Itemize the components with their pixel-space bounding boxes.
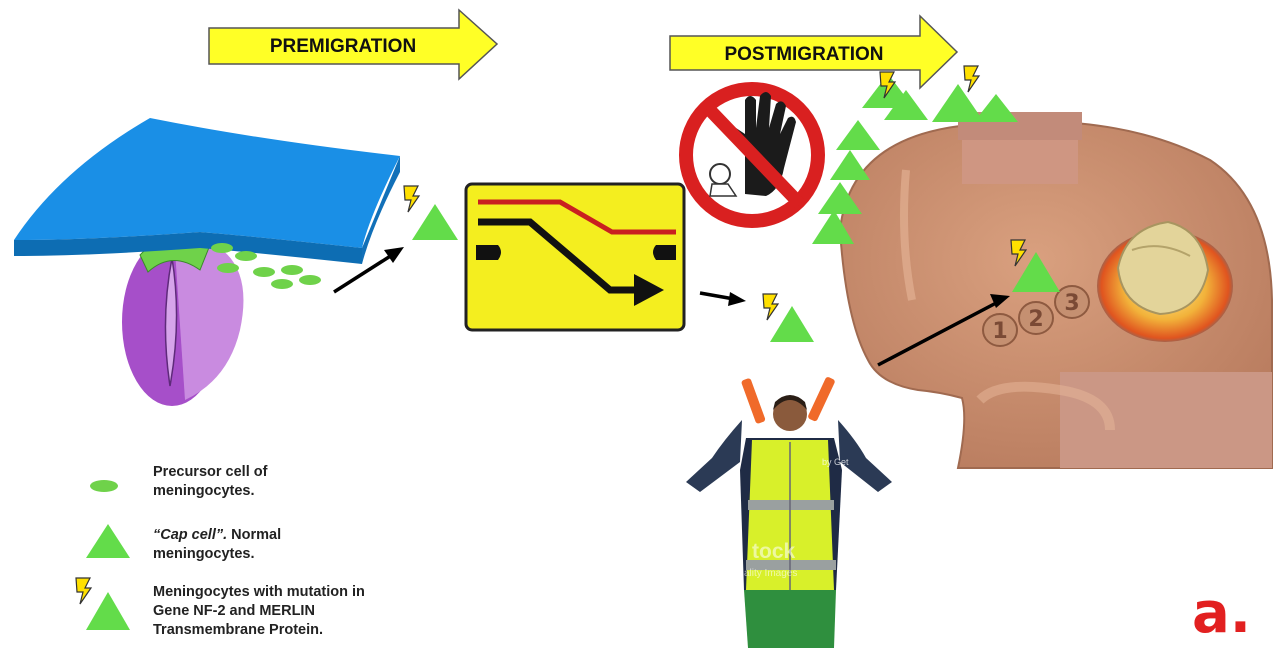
legend-cap-cell-italic: “Cap cell”. [153,527,227,543]
region-number-3: 3 [1064,291,1079,316]
diversion-sign-icon [466,184,684,330]
premigration-arrow: PREMIGRATION [209,10,497,79]
mutated-cell-2 [763,294,814,342]
region-number-1: 1 [992,319,1007,344]
neural-tube-illustration [14,118,400,406]
legend-triangle-icon [86,524,130,558]
legend-lightning-triangle-icon [76,578,130,630]
watermark-subtext: ality Images [744,568,797,579]
legend-item-mutated: Meningocytes with mutation in Gene NF-2 … [153,583,375,651]
legend-icons [76,480,130,630]
legend-ellipse-icon [90,480,118,492]
marshaller-figure-icon: tock ality Images by Get [686,376,892,648]
postmigration-label: POSTMIGRATION [724,44,883,65]
migration-arrow-2 [700,292,746,306]
postmigration-arrow: POSTMIGRATION [670,16,957,88]
region-number-2: 2 [1028,307,1043,332]
mutated-cell-1 [404,186,458,240]
watermark-text: tock [752,540,796,563]
stop-sign-icon [686,89,818,221]
premigration-label: PREMIGRATION [270,36,416,57]
watermark-corner: by Get [822,457,849,467]
legend-item-precursor: Precursor cell of meningocytes. [153,463,353,501]
legend-item-cap-cell: “Cap cell”. Normal meningocytes. [153,526,353,564]
panel-label: a. [1192,586,1251,642]
